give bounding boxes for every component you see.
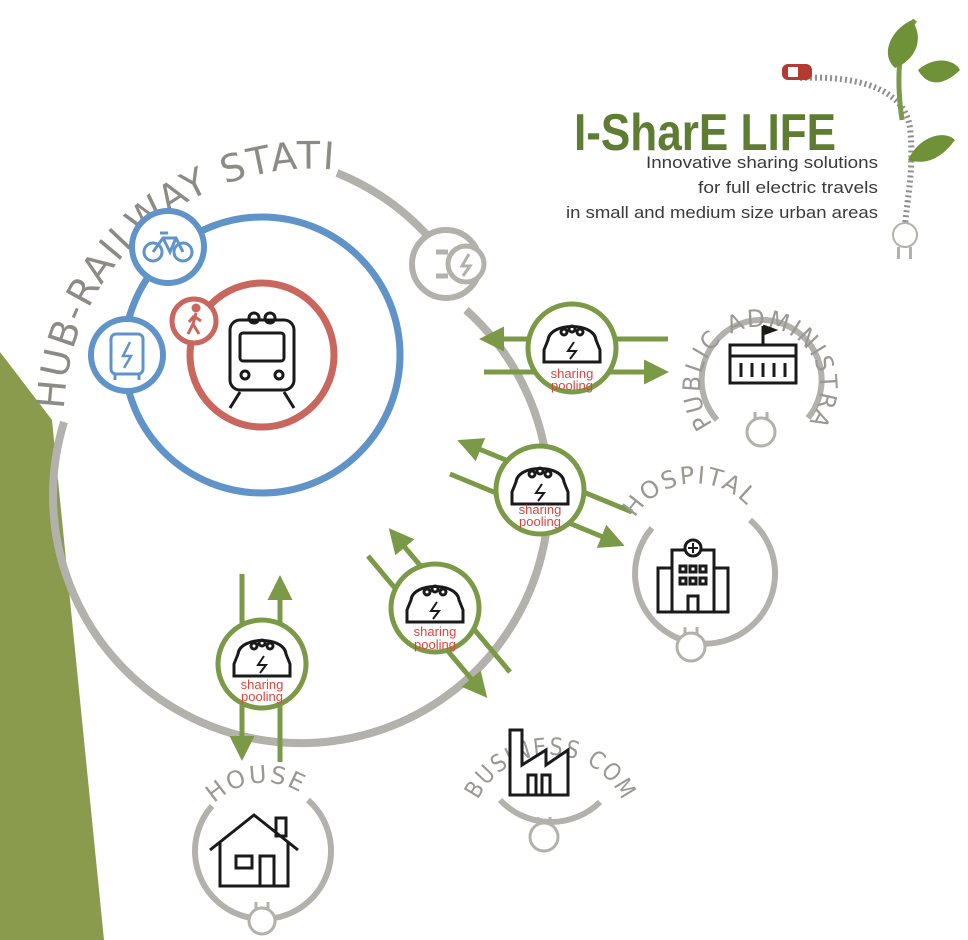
train-icon [228, 311, 296, 409]
pooling-label: pooling [551, 378, 593, 393]
house-icon [209, 813, 299, 888]
factory-icon [508, 728, 570, 797]
charger-plug-icon [675, 627, 707, 663]
sharing-label: sharing [519, 502, 562, 517]
sharing-label: sharing [241, 677, 284, 692]
electric-car-icon [510, 466, 570, 506]
svg-text:HOSPITAL: HOSPITAL [617, 461, 763, 522]
node-house: HOUSE [192, 760, 334, 936]
link-house: sharing pooling [215, 574, 309, 762]
pooling-label: pooling [414, 637, 456, 652]
sharing-label: sharing [414, 624, 457, 639]
link-hospital: sharing pooling [449, 438, 633, 548]
logo-subtitle-line-1: Innovative sharing solutions [646, 153, 878, 172]
logo-title: I-SharE LIFE [574, 104, 836, 162]
charger-plug-icon [745, 412, 777, 448]
pedestrian-icon [186, 303, 202, 335]
government-building-icon [728, 324, 798, 385]
electric-car-icon [232, 638, 292, 678]
bicycle-icon [142, 231, 194, 263]
charging-plug-icon [436, 243, 487, 285]
house-label: HOUSE [200, 760, 309, 808]
sidebar-shape [0, 352, 104, 940]
electric-car-icon [405, 584, 465, 624]
pooling-label: pooling [519, 514, 561, 529]
electric-car-icon [542, 324, 602, 364]
sprout-icon [782, 18, 960, 259]
link-business-company: sharing pooling [366, 528, 512, 698]
logo-subtitle-line-2: for full electric travels [698, 178, 878, 197]
hospital-label: HOSPITAL [617, 461, 761, 522]
charger-plug-icon [528, 817, 560, 853]
hospital-building-icon [656, 538, 730, 614]
node-hospital: HOSPITAL [617, 461, 779, 663]
sharing-label: sharing [551, 366, 594, 381]
brand-logo: I-SharE LIFE Innovative sharing solution… [566, 18, 960, 259]
electric-bus-icon [109, 332, 145, 380]
pooling-label: pooling [241, 689, 283, 704]
charger-plug-icon [247, 902, 277, 936]
link-public-administration: sharing pooling [479, 301, 669, 395]
logo-subtitle-line-3: in small and medium size urban areas [566, 203, 878, 222]
svg-text:HOUSE: HOUSE [200, 760, 311, 808]
